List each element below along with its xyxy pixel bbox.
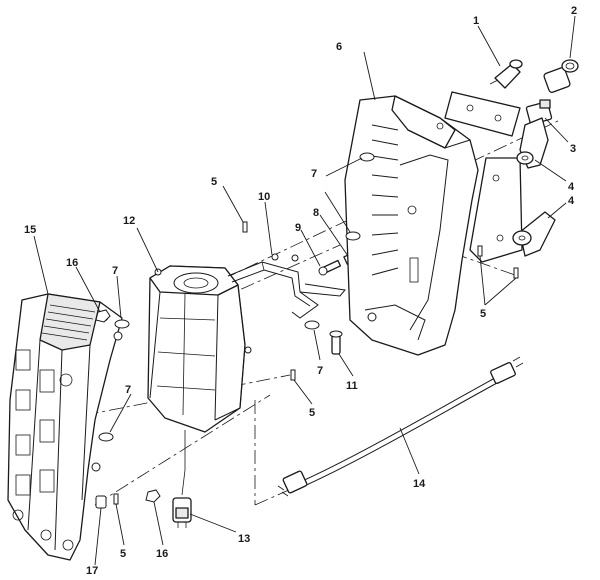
callout-4-lower: 4 <box>568 195 575 207</box>
bolt-part-11 <box>329 330 343 355</box>
callout-17: 17 <box>86 565 98 577</box>
rear-frame-part-15 <box>7 293 123 561</box>
callout-3: 3 <box>570 143 576 155</box>
callout-7-frame-mid: 7 <box>125 384 131 396</box>
callout-5-bottom: 5 <box>120 548 126 560</box>
callout-7-bracket: 7 <box>317 365 323 377</box>
callout-5-right: 5 <box>480 308 486 320</box>
callout-8: 8 <box>313 207 319 219</box>
screws-part-5 <box>113 221 519 505</box>
callout-9: 9 <box>295 222 301 234</box>
switch-part-2 <box>543 59 579 93</box>
callout-16-top: 16 <box>66 257 78 269</box>
callout-11: 11 <box>346 380 358 392</box>
front-cover-part-6 <box>344 95 479 356</box>
callout-12: 12 <box>123 215 135 227</box>
callout-6: 6 <box>336 41 342 53</box>
callout-1: 1 <box>473 15 479 27</box>
callout-14: 14 <box>413 478 426 490</box>
indicator-lamp-part-1 <box>489 59 523 89</box>
leader-lines <box>33 15 576 566</box>
power-cord-part-14 <box>277 356 524 497</box>
callout-7-frame-top: 7 <box>112 265 118 277</box>
callout-13: 13 <box>238 533 250 545</box>
thermostat-lead-part-13 <box>172 497 192 528</box>
nuts-part-16 <box>95 309 161 503</box>
callout-labels: 1 2 3 4 4 5 5 5 5 6 7 7 7 7 8 9 10 11 12… <box>24 5 577 577</box>
retainer-clips-part-7 <box>98 152 375 442</box>
callout-10: 10 <box>258 191 270 203</box>
knob-part-4-upper <box>516 117 549 169</box>
callout-5-center: 5 <box>309 407 315 419</box>
callout-4-upper: 4 <box>568 181 575 193</box>
knob-part-4-lower <box>512 211 556 257</box>
screw-part-9 <box>318 259 342 276</box>
wire-bracket-part-10 <box>227 253 346 319</box>
callout-15: 15 <box>24 224 36 236</box>
callout-7-cover: 7 <box>311 168 317 180</box>
callout-16-bottom: 16 <box>156 548 168 560</box>
mounting-plates <box>444 91 523 263</box>
clip-part-17 <box>95 495 107 509</box>
callout-5-top: 5 <box>211 176 217 188</box>
heater-housing-part-12 <box>147 265 252 496</box>
callout-2: 2 <box>571 5 577 17</box>
